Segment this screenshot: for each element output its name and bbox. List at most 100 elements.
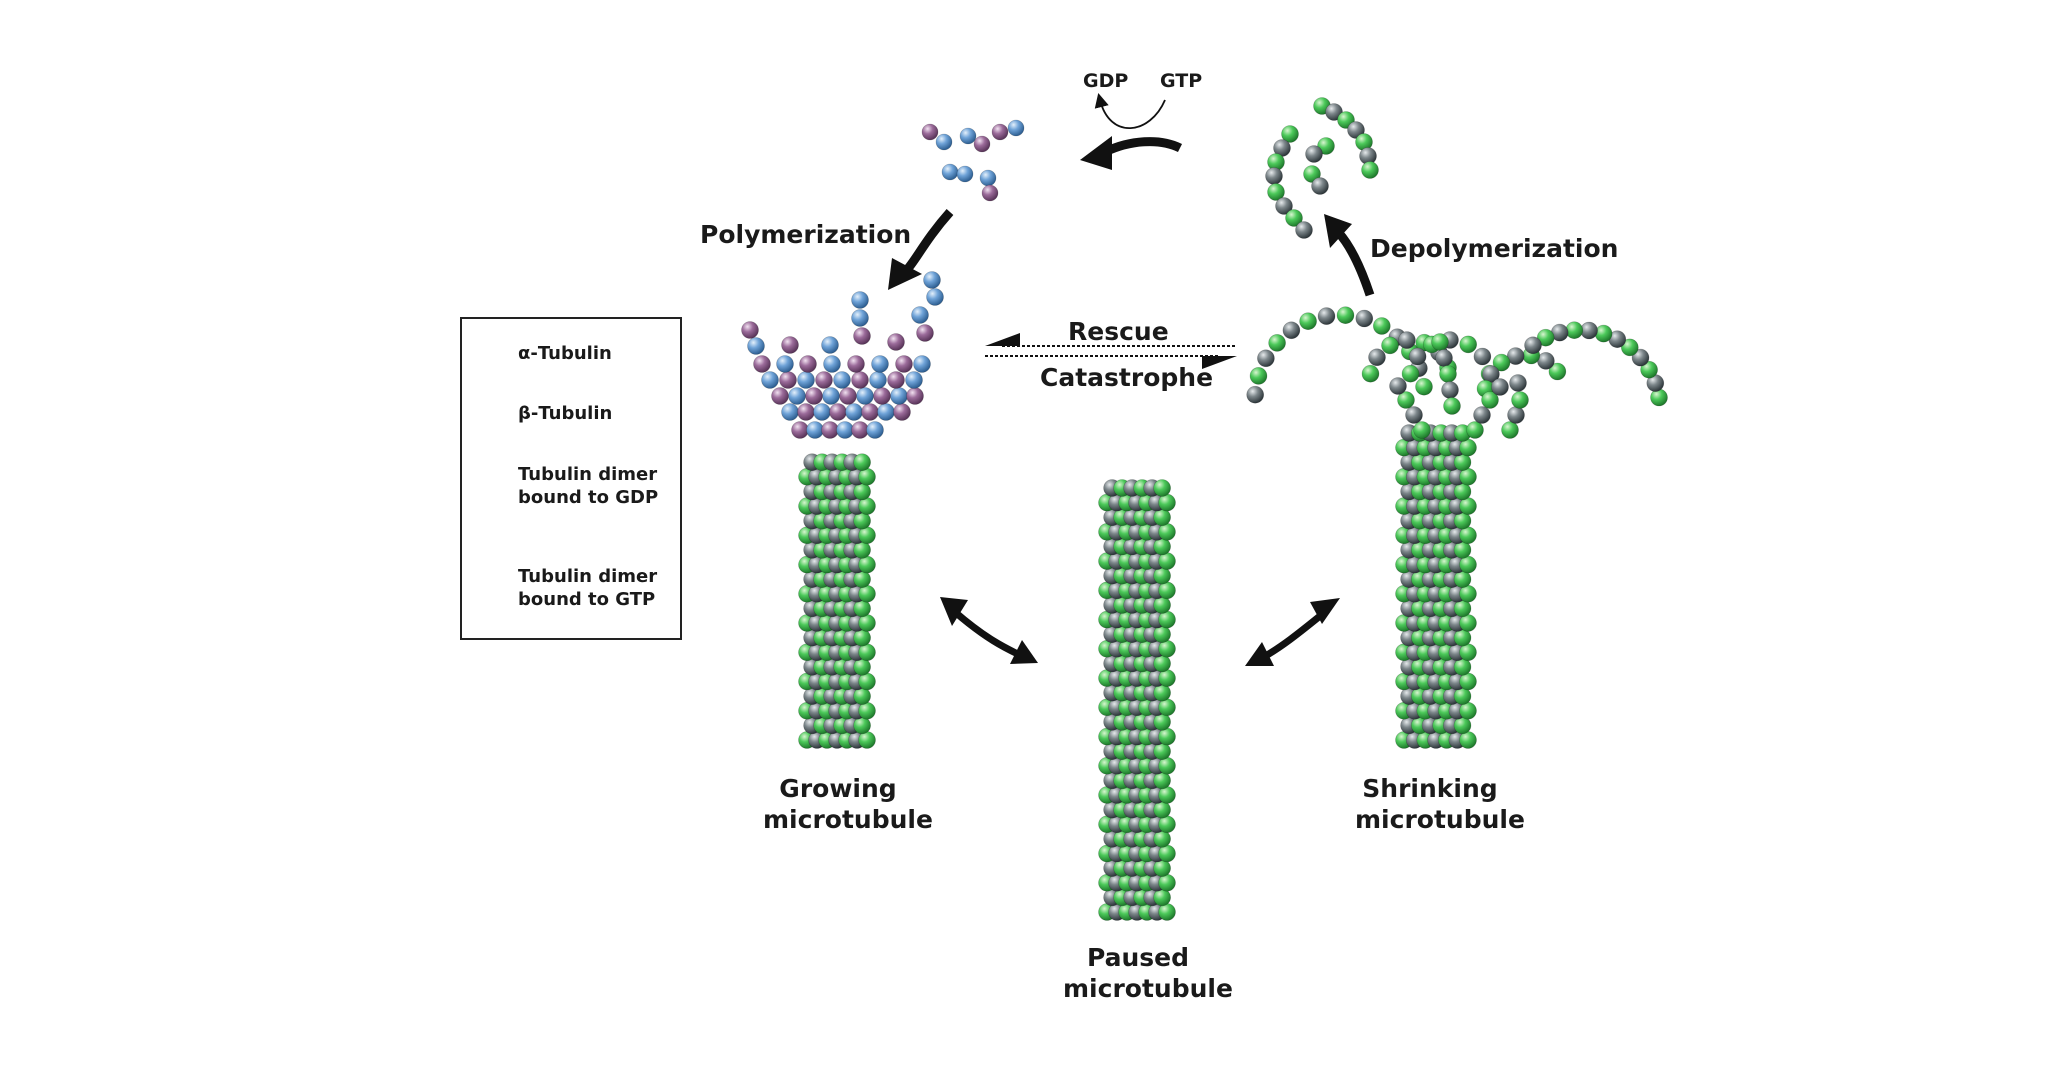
free-tubulin-dimer-subunit xyxy=(935,133,953,151)
curled-protofilament-subunit xyxy=(1381,336,1399,355)
gtp-cap-subunit xyxy=(806,421,824,439)
gtp-tip-subunit xyxy=(747,337,765,355)
curled-protofilament-subunit xyxy=(1303,165,1321,183)
curled-protofilament-subunit xyxy=(1405,406,1423,424)
polymerization-arrow xyxy=(901,209,954,276)
gtp-cap-subunit xyxy=(895,355,913,373)
gtp-cap-subunit xyxy=(779,371,797,389)
gtp-cap-subunit xyxy=(761,371,779,389)
polymerization-label: Polymerization xyxy=(700,220,912,249)
curled-protofilament-subunit xyxy=(1580,321,1598,340)
curled-protofilament-subunit xyxy=(1368,348,1386,367)
top-cycle-arrow xyxy=(1103,137,1183,157)
curled-protofilament-subunit xyxy=(1257,349,1275,368)
curled-protofilament-subunit xyxy=(1435,349,1453,367)
gtp-cap-subunit xyxy=(913,355,931,373)
gtp-cap-subunit xyxy=(847,355,865,373)
gdp-label: GDP xyxy=(1083,70,1129,92)
polymerization-arrowhead xyxy=(888,258,922,290)
gtp-cap-subunit xyxy=(839,387,857,405)
curled-protofilament-subunit xyxy=(1594,324,1613,343)
gtp-cap-subunit xyxy=(836,421,854,439)
gtp-tip-subunit xyxy=(926,288,944,306)
gtp-cap-subunit xyxy=(788,387,806,405)
free-tubulin-dimer-subunit xyxy=(1007,119,1025,137)
free-tubulin-dimer-subunit xyxy=(956,165,974,183)
paused-subunit xyxy=(1153,479,1171,497)
top-cycle-arrowhead xyxy=(1080,136,1112,170)
free-tubulin-dimer-subunit xyxy=(981,184,999,202)
gtp-tip-subunit xyxy=(851,291,869,309)
gtp-tip-subunit xyxy=(781,336,799,354)
curled-protofilament-subunit xyxy=(1621,338,1639,357)
curled-protofilament-subunit xyxy=(1347,121,1365,139)
gtp-tip-subunit xyxy=(916,324,934,342)
paused-microtubule-label: Paused microtubule xyxy=(1063,943,1233,1004)
curled-protofilament-subunit xyxy=(1267,183,1285,201)
curled-protofilament-subunit xyxy=(1501,421,1519,439)
shrinking-microtubule-label: Shrinking microtubule xyxy=(1355,774,1525,835)
free-tubulin-dimer-subunit xyxy=(941,163,959,181)
gtp-tip-subunit xyxy=(853,327,871,345)
gtp-cap-subunit xyxy=(871,355,889,373)
gtp-label: GTP xyxy=(1160,70,1203,92)
gtp-cap-subunit xyxy=(856,387,874,405)
growing-microtubule-label: Growing microtubule xyxy=(763,774,933,835)
growing-paused-arrow-line xyxy=(952,609,1022,659)
curled-protofilament-subunit xyxy=(1317,137,1335,155)
legend-beta-label: β-Tubulin xyxy=(518,403,613,424)
free-tubulin-dimer-subunit xyxy=(921,123,939,141)
gtp-cap-subunit xyxy=(797,403,815,421)
free-gtp-dimers xyxy=(921,119,1025,202)
depolymerization-label: Depolymerization xyxy=(1370,234,1619,263)
gtp-cap-subunit xyxy=(833,371,851,389)
free-tubulin-dimer-subunit xyxy=(979,169,997,187)
rescue-label: Rescue xyxy=(1068,317,1169,346)
gtp-cap-subunit xyxy=(851,371,869,389)
curled-protofilament-subunit xyxy=(1441,381,1459,399)
curled-protofilament-subunit xyxy=(1473,406,1491,424)
gdp-gtp-exchange-arc xyxy=(1094,93,1166,129)
curled-protofilament-subunit xyxy=(1295,221,1313,239)
curled-protofilament-subunit xyxy=(1506,347,1525,365)
gtp-tip-subunit xyxy=(911,306,929,324)
gtp-cap-subunit xyxy=(781,403,799,421)
gtp-cap-subunit xyxy=(753,355,771,373)
curled-protofilament-subunit xyxy=(1398,331,1416,349)
legend-gtp-dimer-label: Tubulin dimer bound to GTP xyxy=(518,566,658,611)
gtp-tip-subunit xyxy=(741,321,759,339)
curled-protofilament-subunit xyxy=(1285,209,1303,227)
curled-protofilament-subunit xyxy=(1373,317,1391,335)
curled-protofilament-subunit xyxy=(1459,335,1477,354)
gtp-cap-subunit xyxy=(893,403,911,421)
curled-protofilament-subunit xyxy=(1268,334,1286,352)
growing-subunit xyxy=(858,701,876,720)
paused-subunit xyxy=(1158,727,1176,746)
curled-protofilament-subunit xyxy=(1408,347,1427,366)
depolymerization-arrow xyxy=(1334,228,1375,297)
gtp-cap-subunit xyxy=(851,421,869,439)
curled-protofilament-subunit xyxy=(1282,321,1301,340)
curled-protofilament-subunit xyxy=(1431,333,1449,351)
curled-protofilament-subunit xyxy=(1511,391,1529,409)
curled-protofilament-subunit xyxy=(1466,421,1484,439)
paused-microtubule xyxy=(1098,479,1176,921)
gtp-cap-subunit xyxy=(791,421,809,439)
curled-protofilament-subunit xyxy=(1473,347,1492,366)
curled-protofilament-subunit xyxy=(1397,391,1415,409)
curled-protofilament-subunit xyxy=(1299,312,1317,331)
gtp-cap-subunit xyxy=(813,403,831,421)
curled-protofilament-subunit xyxy=(1631,348,1650,367)
curled-protofilament-subunit xyxy=(1361,161,1379,179)
curled-protofilament-subunit xyxy=(1389,377,1407,395)
catastrophe-label: Catastrophe xyxy=(1040,363,1214,392)
gtp-cap-subunit xyxy=(887,371,905,389)
curled-protofilament-subunit xyxy=(1265,167,1283,185)
gtp-tip-subunit xyxy=(887,333,905,351)
gtp-cap-subunit xyxy=(815,371,833,389)
gtp-cap-subunit xyxy=(866,421,884,439)
curled-protofilament-subunit xyxy=(1249,367,1268,385)
paused-shrinking-arrowhead-a xyxy=(1245,642,1274,666)
curled-protofilament-subunit xyxy=(1640,360,1658,379)
gtp-cap-subunit xyxy=(799,355,817,373)
